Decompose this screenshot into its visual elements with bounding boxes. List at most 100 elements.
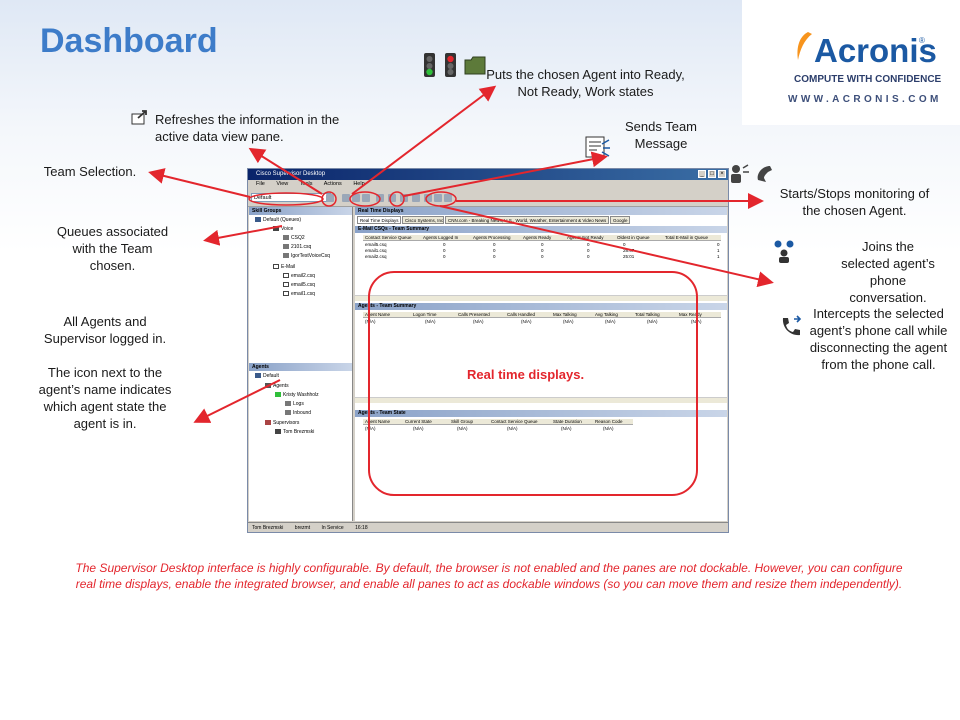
callout-refresh: Refreshes the information in the active … bbox=[155, 112, 340, 144]
brand-tagline: COMPUTE WITH CONFIDENCE bbox=[794, 74, 942, 85]
menu-help[interactable]: Help bbox=[353, 181, 365, 187]
tab-cnn[interactable]: CNN.com - Breaking News, U.S., World, We… bbox=[445, 216, 609, 224]
callout-monitoring: Starts/Stops monitoring of the chosen Ag… bbox=[779, 186, 930, 218]
state-grid-header: Agent Name Current State Skill Group Con… bbox=[363, 419, 633, 425]
inbound-icon bbox=[285, 410, 291, 416]
menu-bar: File View Tools Actions Help bbox=[248, 180, 728, 189]
status-state: In Service bbox=[321, 525, 344, 531]
tree-item[interactable]: E-Mail bbox=[273, 264, 295, 271]
table-row[interactable]: (N/A) (N/A) (N/A) (N/A) (N/A) (N/A) bbox=[365, 426, 614, 431]
tree-item[interactable]: Default (Queues) bbox=[255, 217, 301, 224]
email-icon bbox=[273, 264, 279, 270]
email-icon bbox=[283, 291, 289, 297]
brand-url: WWW.ACRONIS.COM bbox=[788, 94, 942, 105]
team-icon bbox=[255, 373, 261, 379]
agents-summary-header: Agents - Team Summary bbox=[355, 303, 727, 310]
tree-item[interactable]: CSQ2 bbox=[283, 235, 305, 242]
tree-item[interactable]: email2.csq bbox=[283, 273, 315, 280]
queue-icon bbox=[283, 235, 289, 241]
menu-file[interactable]: File bbox=[256, 181, 265, 187]
agents-grid-header: Agent Name Logon Time Calls Presented Ca… bbox=[363, 312, 721, 318]
menu-view[interactable]: View bbox=[276, 181, 289, 187]
queue-icon bbox=[283, 253, 289, 259]
log-icon bbox=[285, 401, 291, 407]
monitoring-icons bbox=[728, 162, 776, 191]
acronis-swoosh-icon bbox=[797, 32, 812, 60]
skill-groups-pane-header: Skill Groups bbox=[249, 207, 352, 215]
callout-team-message: Sends Team Message bbox=[624, 119, 698, 151]
tree-item[interactable]: Kristy Washholz bbox=[275, 392, 319, 399]
tree-item[interactable]: Default bbox=[255, 373, 279, 380]
maximize-button[interactable]: □ bbox=[708, 170, 716, 178]
agent-ready-icon bbox=[275, 392, 281, 398]
team-message-button[interactable] bbox=[388, 194, 396, 202]
status-bar: Tom Brezmski brezmt In Service 16:18 bbox=[248, 522, 728, 532]
tree-item[interactable]: IgorTestVoiceCsq bbox=[283, 253, 330, 260]
agents-icon bbox=[265, 383, 271, 389]
email-icon bbox=[283, 282, 289, 288]
status-user: Tom Brezmski bbox=[252, 525, 284, 531]
brand-name: Acronis bbox=[814, 32, 937, 69]
close-button[interactable]: × bbox=[718, 170, 726, 178]
tree-item[interactable]: email5.csq bbox=[283, 282, 315, 289]
callout-queues: Queues associated with the Team chosen. bbox=[56, 224, 169, 273]
callout-agent-icon: The icon next to the agent’s name indica… bbox=[38, 365, 172, 431]
tree-item[interactable]: Supervisors bbox=[265, 420, 299, 427]
email-icon bbox=[283, 273, 289, 279]
brand-registered: ® bbox=[919, 36, 925, 45]
agents-state-header: Agents - Team State bbox=[355, 410, 727, 417]
tab-cisco[interactable]: Cisco Systems, Inc bbox=[402, 216, 444, 224]
left-panes: Skill Groups Default (Queues) Voice CSQ2… bbox=[249, 207, 353, 521]
team-selection-dropdown[interactable]: Default bbox=[251, 193, 331, 202]
tree-item[interactable]: Agents bbox=[265, 383, 289, 390]
tree-item[interactable]: Inbound bbox=[285, 410, 311, 417]
callout-barge-in: Joins the selected agent’s phone convers… bbox=[841, 239, 935, 305]
toolbar-action-button[interactable] bbox=[412, 194, 420, 202]
real-time-label: Real time displays. bbox=[467, 367, 585, 382]
slide-title: Dashboard bbox=[40, 22, 218, 60]
intercept-icon bbox=[778, 314, 804, 345]
menu-actions[interactable]: Actions bbox=[323, 181, 342, 187]
intercept-button[interactable] bbox=[444, 194, 452, 202]
status-login: brezmt bbox=[294, 525, 311, 531]
callout-intercept: Intercepts the selected agent’s phone ca… bbox=[809, 306, 948, 372]
team-message-icon bbox=[584, 134, 612, 165]
work-button[interactable] bbox=[362, 194, 370, 202]
toolbar-action-button[interactable] bbox=[376, 194, 384, 202]
refresh-button[interactable] bbox=[326, 194, 334, 202]
queue-icon bbox=[283, 244, 289, 250]
tree-item[interactable]: 2101.csq bbox=[283, 244, 311, 251]
monitor-button[interactable] bbox=[424, 194, 432, 202]
table-row[interactable]: email2.csq 0 0 0 0 25:01 1 bbox=[365, 254, 720, 259]
refresh-icon bbox=[131, 108, 151, 131]
footer-note: The Supervisor Desktop interface is high… bbox=[75, 561, 903, 591]
headset-phone-icon bbox=[731, 164, 772, 183]
tree-item[interactable]: Logs bbox=[285, 401, 304, 408]
barge-in-button[interactable] bbox=[434, 194, 442, 202]
csq-grid-header: Contact Service Queue Agents Logged In A… bbox=[363, 235, 721, 241]
window-title: Cisco Supervisor Desktop bbox=[256, 171, 326, 177]
csq-section-header: E-Mail CSQs - Team Summary bbox=[355, 226, 727, 233]
supervisor-icon bbox=[275, 429, 281, 435]
minimize-button[interactable]: _ bbox=[698, 170, 706, 178]
horizontal-scrollbar[interactable] bbox=[355, 295, 727, 301]
tree-item[interactable]: Tom Brezmski bbox=[275, 429, 314, 436]
menu-tools[interactable]: Tools bbox=[299, 181, 313, 187]
brand-logo: Acronis ® COMPUTE WITH CONFIDENCE WWW.AC… bbox=[742, 0, 960, 125]
supervisor-icon bbox=[265, 420, 271, 426]
callout-all-agents: All Agents and Supervisor logged in. bbox=[43, 314, 167, 346]
not-ready-button[interactable] bbox=[352, 194, 360, 202]
toolbar-action-button[interactable] bbox=[400, 194, 408, 202]
tab-google[interactable]: Google bbox=[610, 216, 630, 224]
ready-button[interactable] bbox=[342, 194, 350, 202]
horizontal-scrollbar[interactable] bbox=[355, 397, 727, 403]
real-time-displays-header: Real Time Displays bbox=[355, 207, 727, 215]
window-titlebar: Cisco Supervisor Desktop bbox=[248, 169, 728, 180]
tree-item[interactable]: email1.csq bbox=[283, 291, 315, 298]
tab-bar: Real Time Displays Cisco Systems, Inc CN… bbox=[355, 216, 727, 224]
tree-item[interactable]: Voice bbox=[273, 226, 293, 233]
toolbar: Default bbox=[248, 189, 728, 207]
agent-state-icons bbox=[421, 52, 489, 83]
traffic-light-icon bbox=[424, 53, 486, 77]
tab-real-time-displays[interactable]: Real Time Displays bbox=[357, 216, 401, 224]
